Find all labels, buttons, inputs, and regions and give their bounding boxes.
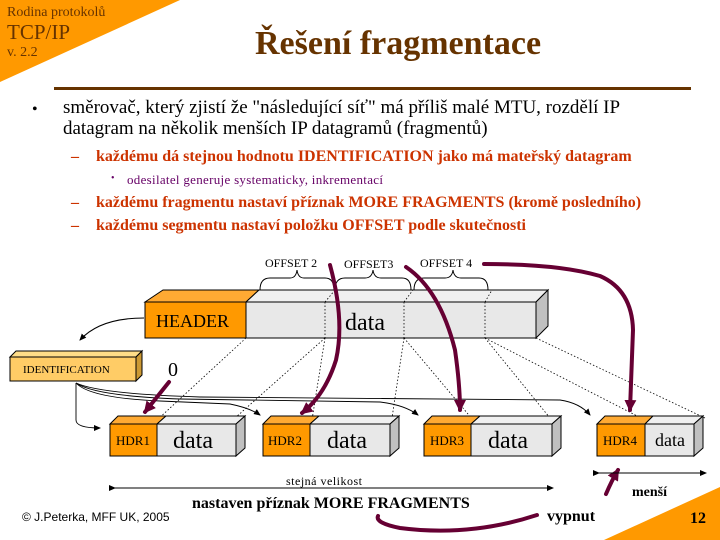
offset-arrow-1 (143, 380, 171, 414)
identification-label: IDENTIFICATION (23, 364, 110, 376)
dash-marker: – (71, 217, 79, 234)
page-title: Řešení fragmentace (255, 25, 542, 62)
bullet-marker: • (32, 101, 38, 118)
offset-label-4: OFFSET 4 (420, 256, 472, 270)
offset-zero-label: 0 (168, 359, 178, 381)
header-to-identification-arrow (79, 317, 145, 341)
sub-bullet-identification: každému dá stejnou hodnotu IDENTIFICATIO… (96, 148, 632, 165)
original-header-label: HEADER (156, 311, 229, 331)
fragment-4 (595, 414, 705, 458)
data-top-face (244, 289, 550, 303)
offset-label-3: OFFSET3 (344, 257, 393, 271)
small-bullet-marker: • (111, 173, 115, 184)
series-name: Rodina protokolů (7, 5, 106, 20)
copyright-footer: © J.Peterka, MFF UK, 2005 (22, 510, 170, 524)
series-version: v. 2.2 (7, 45, 38, 60)
fragment-2-data: data (327, 428, 367, 454)
corner-triangle-top-left (0, 0, 180, 82)
smaller-pointer-arrow (604, 468, 620, 496)
fragment-1-header: HDR1 (116, 433, 150, 448)
offset-arrows (143, 262, 637, 533)
series-protocol: TCP/IP (7, 20, 71, 44)
fragment-3 (422, 414, 563, 458)
offset-arrow-4 (482, 262, 637, 412)
identification-box (8, 349, 144, 383)
offset-arrow-3 (404, 265, 466, 412)
identification-copy-arrows (75, 382, 591, 431)
dash-marker: – (71, 194, 79, 211)
data-front-face (245, 301, 537, 339)
same-size-label: stejná velikost (286, 474, 363, 488)
fragment-1 (108, 414, 247, 458)
smaller-label: menší (632, 485, 668, 500)
sub-bullet-offset: každému segmentu nastaví položku OFFSET … (96, 217, 526, 234)
fragment-1-data: data (173, 428, 213, 454)
corner-triangle-bottom-right (604, 487, 720, 540)
fragment-4-header: HDR4 (603, 433, 637, 448)
header-front-face (144, 301, 247, 339)
fragment-3-header: HDR3 (430, 433, 464, 448)
offset-braces (259, 269, 489, 291)
more-fragments-label: nastaven příznak MORE FRAGMENTS (192, 495, 470, 512)
bullet-main-text: směrovač, který zjistí že "následující s… (63, 97, 620, 139)
title-divider (54, 87, 691, 90)
brace-offset-2 (259, 269, 335, 291)
more-fragments-off-arrow (375, 513, 539, 533)
header-top-face (143, 289, 261, 303)
sub-bullet-more-fragments: každému fragmentu nastaví příznak MORE F… (96, 194, 642, 211)
fragment-4-data: data (655, 430, 685, 450)
original-data-label: data (345, 310, 385, 336)
brace-offset-3 (334, 269, 412, 291)
fragment-3-data: data (488, 428, 528, 454)
fragment-2-header: HDR2 (268, 433, 302, 448)
off-label: vypnut (547, 508, 596, 525)
sub-sub-bullet-increment: odesilatel generuje systematicky, inkrem… (127, 172, 384, 187)
page-number: 12 (690, 510, 706, 527)
dash-marker: – (71, 148, 79, 165)
original-datagram (143, 288, 550, 340)
offset-arrow-2 (300, 263, 342, 415)
fragment-2 (261, 414, 401, 458)
offset-label-2: OFFSET 2 (265, 256, 317, 270)
